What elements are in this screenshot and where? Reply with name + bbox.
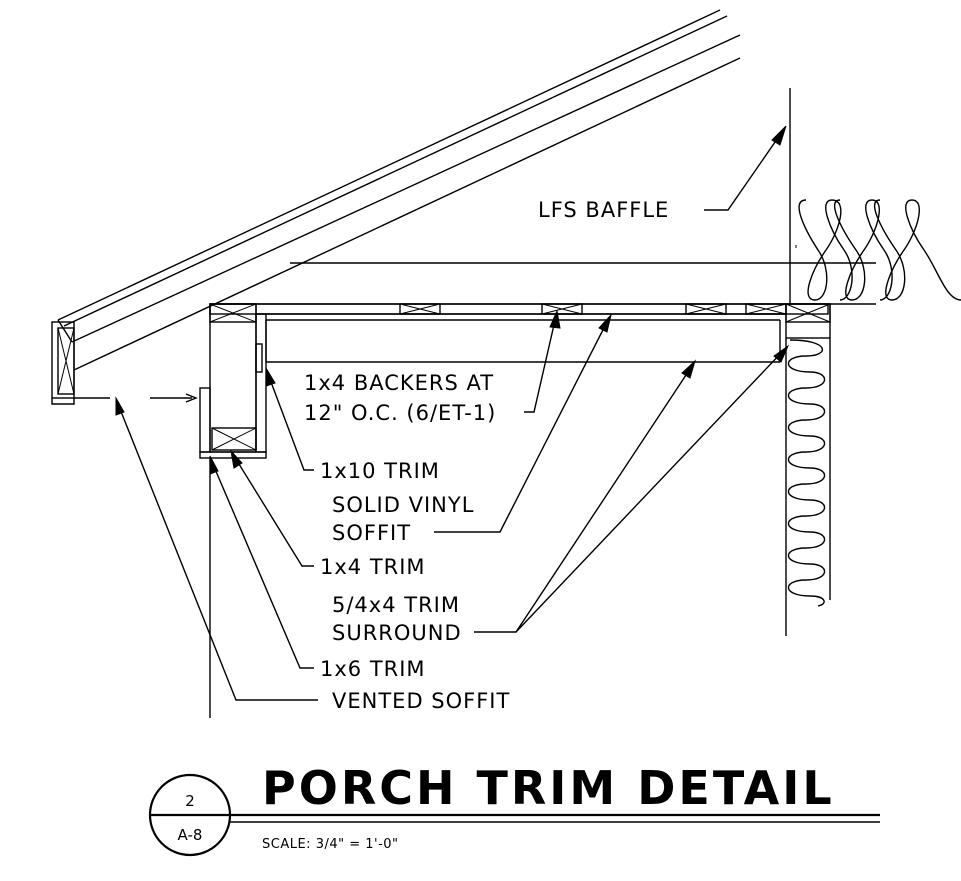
label-surround-line2: SURROUND	[332, 621, 462, 645]
label-1x4-trim: 1x4 TRIM	[320, 555, 426, 579]
label-lfs-baffle: LFS BAFFLE	[538, 198, 669, 222]
backers-row	[209, 303, 829, 315]
sheet-number: A-8	[178, 826, 203, 844]
title-block: 2 A-8 PORCH TRIM DETAIL SCALE: 3/4" = 1'…	[148, 761, 880, 857]
label-vented-soffit: VENTED SOFFIT	[332, 689, 510, 713]
beam-trim-assembly	[199, 303, 267, 718]
label-1x6-trim: 1x6 TRIM	[320, 657, 426, 681]
exterior-wall	[785, 303, 831, 636]
backer-block	[541, 303, 583, 315]
label-backers-line1: 1x4 BACKERS AT	[304, 371, 494, 395]
detail-number: 2	[185, 792, 195, 810]
roof-rafter	[57, 9, 741, 371]
drawing-scale: SCALE: 3/4" = 1'-0"	[262, 837, 399, 852]
drawing-title: PORCH TRIM DETAIL	[262, 761, 835, 815]
label-soffit-line2: SOFFIT	[332, 521, 411, 545]
label-soffit-line1: SOLID VINYL	[332, 493, 474, 517]
label-surround-line1: 5/4x4 TRIM	[332, 593, 460, 617]
label-1x10-trim: 1x10 TRIM	[320, 459, 440, 483]
ceiling-joist	[210, 88, 876, 305]
backer-block	[399, 303, 441, 315]
fascia-board	[51, 321, 110, 405]
leader-lines	[115, 125, 790, 701]
label-backers-line2: 12" O.C. (6/ET-1)	[304, 401, 496, 425]
backer-block	[685, 303, 727, 315]
batt-insulation	[795, 199, 961, 301]
solid-vinyl-soffit	[256, 313, 786, 363]
backer-block	[745, 303, 787, 315]
vented-soffit-edge	[150, 393, 198, 403]
